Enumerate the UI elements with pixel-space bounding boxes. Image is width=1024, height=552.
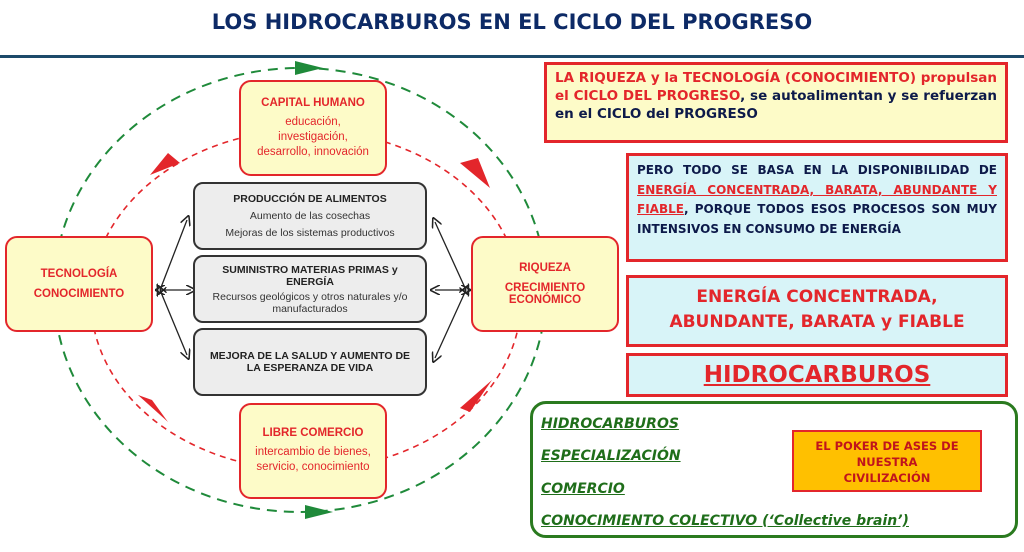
food-production-box: PRODUCCIÓN DE ALIMENTOS Aumento de las c… (193, 182, 427, 250)
tecnologia-label: TECNOLOGÍA (40, 268, 118, 280)
riqueza-label: RIQUEZA (519, 262, 571, 274)
capital-line: educación, (285, 115, 341, 128)
capital-line: desarrollo, innovación (257, 145, 369, 158)
food-line: Mejoras de los sistemas productivos (225, 227, 395, 239)
red-arrowhead-tl (150, 153, 180, 175)
capital-line: investigación, (278, 130, 348, 143)
ace-item: CONOCIMIENTO COLECTIVO (‘Collective brai… (541, 513, 909, 529)
conocimiento-label: CONOCIMIENTO (33, 288, 125, 300)
tecnologia-box: TECNOLOGÍA CONOCIMIENTO (5, 236, 153, 332)
statement-red: LA RIQUEZA y la TECNOLOGÍA (CONOCIMIENTO… (555, 70, 997, 104)
red-arrowhead-bl (138, 395, 168, 422)
aces-box: HIDROCARBUROS ESPECIALIZACIÓN COMERCIO C… (530, 401, 1018, 538)
arrow-tech-food (160, 220, 187, 290)
dependency-text-end: , PORQUE TODOS ESOS PROCESOS SON MUY INT… (637, 202, 997, 236)
energy-qualities-box: ENERGÍA CONCENTRADA, ABUNDANTE, BARATA y… (626, 275, 1008, 347)
energy-dependency-statement: PERO TODO SE BASA EN LA DISPONIBILIDAD D… (626, 153, 1008, 262)
ace-item: ESPECIALIZACIÓN (541, 448, 681, 464)
page-title: LOS HIDROCARBUROS EN EL CICLO DEL PROGRE… (211, 10, 813, 34)
arrow-wealth-food (435, 222, 466, 290)
statement-navy: se autoalimentan y se refuerzan en el CI… (555, 88, 997, 122)
riqueza-box: RIQUEZA CRECIMIENTO ECONÓMICO (471, 236, 619, 332)
arrow-tech-health (160, 290, 187, 355)
health-heading: MEJORA DE LA SALUD Y AUMENTO DE LA ESPER… (209, 350, 411, 374)
statement-comma: , (740, 88, 746, 104)
arrow-wealth-health (435, 290, 466, 358)
health-box: MEJORA DE LA SALUD Y AUMENTO DE LA ESPER… (193, 328, 427, 396)
dependency-text: PERO TODO SE BASA EN LA DISPONIBILIDAD D… (637, 163, 997, 177)
ace-item: COMERCIO (541, 481, 625, 497)
red-arrowhead-tr (460, 158, 490, 188)
red-arrowhead-br (460, 380, 492, 412)
crecimiento-label: CRECIMIENTO ECONÓMICO (504, 282, 586, 306)
progress-cycle-statement: LA RIQUEZA y la TECNOLOGÍA (CONOCIMIENTO… (544, 62, 1008, 143)
capital-humano-box: CAPITAL HUMANO educación, investigación, d… (239, 80, 387, 176)
green-arrowhead-bottom (305, 505, 333, 519)
libre-comercio-box: LIBRE COMERCIO intercambio de bienes, ser… (239, 403, 387, 499)
supply-heading: SUMINISTRO MATERIAS PRIMAS y ENERGÍA (222, 263, 398, 288)
title-divider (0, 55, 1024, 58)
capital-heading: CAPITAL HUMANO (261, 96, 365, 109)
supply-line: Recursos geológicos y otros naturales y/… (212, 290, 408, 315)
statement-red-cycle: CICLO DEL PROGRESO (573, 88, 741, 104)
food-heading: PRODUCCIÓN DE ALIMENTOS (233, 193, 387, 205)
comercio-heading: LIBRE COMERCIO (262, 427, 364, 439)
dependency-highlight: ENERGÍA CONCENTRADA, BARATA, ABUNDANTE Y… (637, 182, 997, 217)
food-line: Aumento de las cosechas (249, 210, 371, 222)
comercio-line: servicio, conocimiento (256, 461, 370, 473)
green-arrowhead-top (295, 61, 323, 75)
raw-materials-box: SUMINISTRO MATERIAS PRIMAS y ENERGÍA Rec… (193, 255, 427, 323)
ace-item: HIDROCARBUROS (541, 416, 679, 432)
comercio-line: intercambio de bienes, (255, 446, 371, 458)
poker-of-aces-label: EL POKER DE ASES DE NUESTRA CIVILIZACIÓN (792, 430, 982, 492)
hydrocarbons-box: HIDROCARBUROS (626, 353, 1008, 397)
